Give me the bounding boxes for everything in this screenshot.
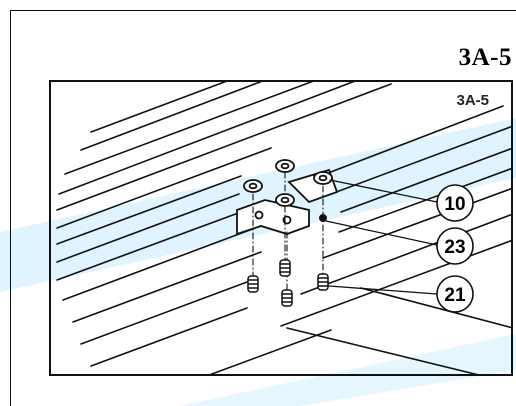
insert-1	[247, 275, 259, 293]
callout-circles	[436, 184, 474, 313]
page-frame	[10, 10, 516, 406]
screw-part	[318, 214, 327, 223]
callout-circle-23	[436, 227, 474, 265]
insert-4	[281, 289, 293, 307]
diagram-corner-label: 3A-5	[456, 92, 489, 109]
board-lines	[56, 82, 511, 374]
washer-group	[243, 159, 333, 207]
callout-number-21: 21	[444, 285, 466, 306]
insert-2	[279, 259, 291, 277]
assembly-drawing: 10 23 21	[56, 82, 511, 374]
callout-number-23: 23	[444, 237, 465, 258]
assembly-diagram: 10 23 21 3A-5	[49, 80, 513, 376]
step-heading: 3A-5	[458, 44, 512, 71]
callout-circle-21	[436, 275, 474, 313]
leader-lines	[325, 179, 438, 295]
callout-number-10: 10	[444, 194, 465, 215]
callout-circle-10	[436, 184, 474, 222]
threaded-inserts	[247, 259, 329, 307]
insert-3	[317, 273, 329, 291]
